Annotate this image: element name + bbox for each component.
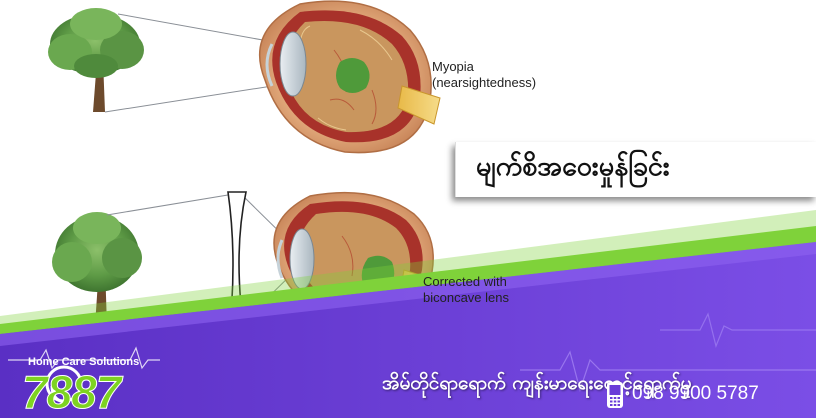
caption-myopia: Myopia (nearsightedness) bbox=[432, 59, 536, 91]
tree-bottom-illustration bbox=[52, 212, 142, 326]
brand-number: 7887 bbox=[21, 366, 121, 419]
caption-corrected: Corrected with biconcave lens bbox=[423, 274, 509, 306]
caption-myopia-line2: (nearsightedness) bbox=[432, 75, 537, 90]
banner-title: မျက်စိအဝေးမှုန်ခြင်း bbox=[476, 151, 670, 182]
mobile-phone-icon bbox=[607, 382, 623, 408]
caption-corrected-line2: biconcave lens bbox=[423, 290, 509, 305]
brand-name: Home Care Solutions bbox=[28, 356, 140, 368]
caption-corrected-line1: Corrected with bbox=[423, 274, 507, 289]
caption-myopia-line1: Myopia bbox=[432, 59, 474, 74]
tree-top-illustration bbox=[48, 8, 144, 112]
title-banner: မျက်စိအဝေးမှုန်ခြင်း bbox=[455, 142, 816, 197]
eye-cross-section-myopic bbox=[258, 0, 441, 154]
brand-logo-icon bbox=[8, 346, 160, 404]
phone-number[interactable]: 098 9900 5787 bbox=[632, 383, 759, 404]
footer-band bbox=[0, 210, 816, 418]
